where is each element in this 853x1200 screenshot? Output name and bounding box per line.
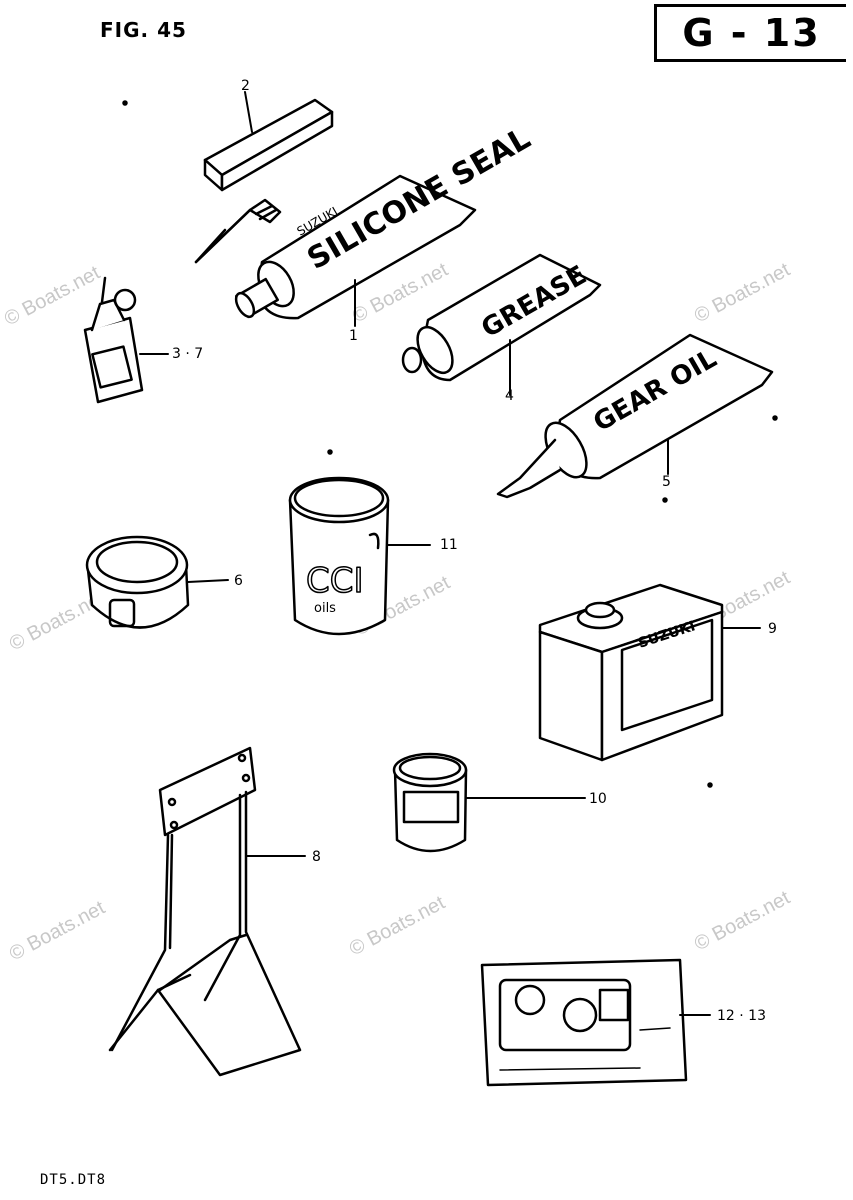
part-6-round-tin [85,535,229,629]
part-10-small-can [392,752,586,853]
part-9-square-can: SUZUKI [538,583,761,762]
figure-number: FIG. 45 [100,18,187,42]
part-11-oil-can: CCI oils [288,476,431,636]
callout-10: 10 [589,791,607,807]
part-1-print: SILICONE SEAL [302,121,537,277]
callout-8: 8 [312,849,321,865]
part-11-sub: oils [314,601,336,616]
part-3-7-bottle [83,276,169,404]
callout-9: 9 [768,621,777,637]
callout-6: 6 [234,573,243,589]
part-2-stick [194,91,334,264]
part-4-grease-tube: GREASE [401,253,602,396]
callout-12-13: 12 · 13 [717,1008,766,1024]
part-12-13-parts-kit [480,958,711,1087]
page-code-box: G - 13 [654,4,846,62]
callout-1: 1 [349,328,358,344]
model-label: DT5.DT8 [40,1172,107,1188]
part-5-gear-oil-tube: GEAR OIL [496,333,774,499]
callout-5: 5 [662,474,671,490]
callout-11: 11 [440,537,458,553]
callout-2: 2 [241,78,250,94]
callout-3-7: 3 · 7 [172,346,204,362]
callout-4: 4 [505,388,514,404]
part-11-print: CCI [306,561,364,601]
part-8-engine-stand [108,746,306,1077]
